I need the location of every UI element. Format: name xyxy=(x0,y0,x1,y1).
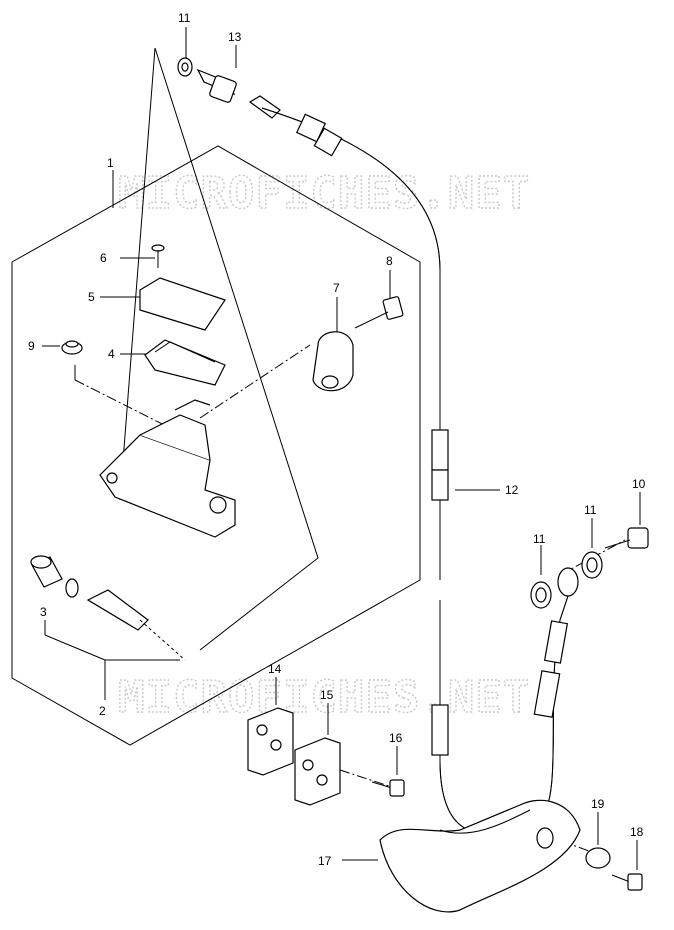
callout-8: 8 xyxy=(386,254,393,268)
callout-19: 19 xyxy=(591,797,605,811)
callout-11-left: 11 xyxy=(533,532,546,546)
watermark-top: MICROFICHES.NET xyxy=(118,168,530,219)
callouts: 1 2 3 4 5 6 7 8 9 10 11 11 11 12 13 14 1… xyxy=(28,11,646,868)
callout-6: 6 xyxy=(100,251,107,265)
callout-7: 7 xyxy=(333,281,340,295)
callout-11-top: 11 xyxy=(178,11,191,25)
callout-3: 3 xyxy=(40,605,47,619)
hose-guard xyxy=(379,799,581,913)
bolt xyxy=(354,296,404,329)
assembly-frame xyxy=(11,47,421,746)
banjo-bolt xyxy=(604,527,649,549)
collar xyxy=(585,847,611,869)
clamp xyxy=(312,331,354,392)
callout-18: 18 xyxy=(630,825,644,839)
callout-1: 1 xyxy=(107,156,114,170)
callout-9: 9 xyxy=(28,339,35,353)
callout-15: 15 xyxy=(320,688,334,702)
watermark-bottom: MICROFICHES.NET xyxy=(118,672,530,723)
master-cylinder-body xyxy=(99,399,236,538)
callout-16: 16 xyxy=(389,731,403,745)
callout-4: 4 xyxy=(108,347,115,361)
guard-bolt xyxy=(611,873,643,891)
mounting-plates xyxy=(247,707,341,806)
reservoir-cap xyxy=(139,277,226,331)
callout-2: 2 xyxy=(99,704,106,718)
callout-5: 5 xyxy=(88,290,95,304)
piston-set xyxy=(30,555,186,661)
brake-hose xyxy=(261,107,579,834)
callout-14: 14 xyxy=(268,662,282,676)
callout-13: 13 xyxy=(228,30,242,44)
callout-17: 17 xyxy=(318,854,332,868)
callout-12: 12 xyxy=(505,483,519,497)
callout-11-right: 11 xyxy=(584,503,597,517)
plate-screw xyxy=(371,779,405,797)
hose-top-fitting xyxy=(177,57,281,119)
oil-seal xyxy=(61,340,83,355)
callout-10: 10 xyxy=(632,477,646,491)
diaphragm xyxy=(144,339,226,386)
washers xyxy=(530,551,603,609)
screw xyxy=(151,244,165,268)
